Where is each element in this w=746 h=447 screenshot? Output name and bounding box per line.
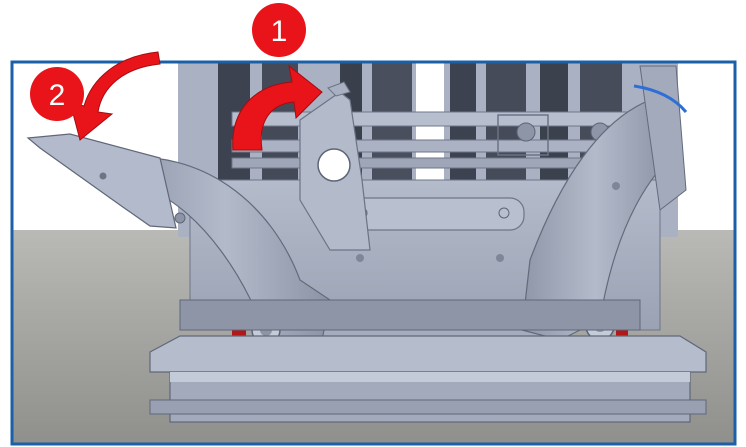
frame-border	[10, 60, 737, 446]
left-flap	[26, 133, 186, 229]
step-badge-2: 2	[30, 67, 84, 121]
curved-arrow-up-right-icon	[232, 64, 323, 151]
step-badge-1: 1	[252, 3, 306, 57]
step-badge-2-label: 2	[49, 79, 66, 112]
step-badge-1-label: 1	[271, 15, 288, 48]
base-frame	[149, 299, 707, 423]
center-cam-plate	[299, 81, 371, 251]
